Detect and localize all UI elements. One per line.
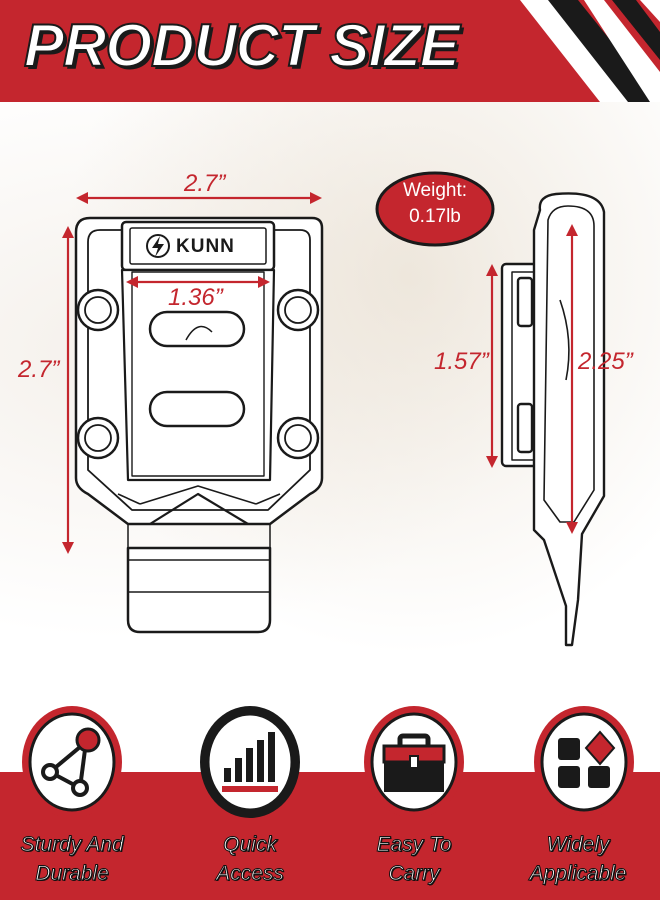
side-height-label: 1.57” bbox=[434, 348, 489, 375]
feature-label-sturdy: Sturdy And Durable bbox=[2, 830, 142, 888]
brand-logo-text: KUNN bbox=[176, 236, 235, 257]
feature-label-line: Durable bbox=[35, 862, 110, 886]
feature-label-line: Quick bbox=[223, 833, 278, 857]
weight-value: 0.17lb bbox=[409, 206, 461, 227]
tiles-icon bbox=[534, 706, 634, 818]
inner-width-label: 1.36” bbox=[168, 284, 223, 311]
header-banner bbox=[0, 0, 660, 102]
feature-label-line: Easy To bbox=[376, 833, 452, 857]
feature-label-line: Sturdy And bbox=[20, 833, 124, 857]
front-width-label: 2.7” bbox=[184, 170, 226, 197]
lightning-bolt-icon bbox=[146, 234, 170, 258]
toolbox-icon bbox=[364, 706, 464, 818]
weight-badge bbox=[375, 171, 495, 247]
front-view bbox=[74, 216, 324, 634]
side-view bbox=[500, 192, 606, 647]
product-diagram bbox=[62, 192, 606, 647]
feature-label-line: Widely bbox=[546, 833, 610, 857]
front-height-label: 2.7” bbox=[18, 356, 60, 383]
signal-bars-icon bbox=[200, 706, 300, 818]
page-title: PRODUCT SIZE bbox=[23, 11, 461, 80]
feature-label-quick: Quick Access bbox=[180, 830, 320, 888]
side-clip-height-label: 2.25” bbox=[578, 348, 633, 375]
network-nodes-icon bbox=[22, 706, 122, 818]
feature-label-carry: Easy To Carry bbox=[344, 830, 484, 888]
feature-label-line: Carry bbox=[388, 862, 440, 886]
dimension-lines bbox=[62, 192, 578, 554]
weight-label: Weight: bbox=[402, 180, 468, 201]
feature-label-line: Access bbox=[216, 862, 285, 886]
feature-label-line: Applicable bbox=[529, 862, 627, 886]
feature-label-applicable: Widely Applicable bbox=[508, 830, 648, 888]
